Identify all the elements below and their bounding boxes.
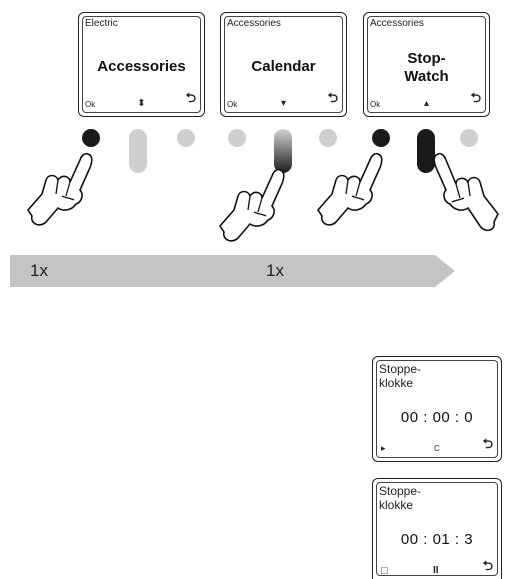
press-count-label: 1x [266,261,284,280]
pointing-hand-icon [433,152,499,232]
back-icon[interactable]: ⮌ [185,90,196,105]
screen-main-label: Calendar [251,58,316,75]
stopwatch-title-line2: klokke [379,376,414,390]
clear-softkey[interactable]: C [434,444,440,453]
ok-softkey[interactable]: Ok [85,100,96,109]
up-down-icon: ⬍ [137,98,146,109]
back-icon[interactable]: ⮌ [327,90,338,105]
screen-header: Electric [85,18,118,29]
screen-accessories-stopwatch: Accessories Stop- Watch Ok ▴ ⮌ [363,12,490,117]
screen-header: Accessories [227,18,281,29]
back-icon[interactable]: ⮌ [482,558,493,573]
pointing-hand-icon [316,152,383,226]
screen-main-label: Accessories [97,58,186,75]
progress-arrow [10,255,455,287]
button-ok[interactable] [228,129,246,147]
pointing-hand-icon [26,152,93,226]
button-back[interactable] [460,129,478,147]
button-scroll-down-swipe[interactable] [274,129,292,173]
press-count-label: 1x [30,261,48,280]
stopwatch-time: 00 : 01 : 3 [400,531,474,548]
stopwatch-time: 00 : 00 : 0 [400,409,474,426]
button-back[interactable] [177,129,195,147]
pointing-hand-icon [218,168,285,242]
screen-main-label-line1: Stop- [407,50,446,67]
play-icon[interactable]: ▸ [381,443,386,453]
screen-accessories-calendar: Accessories Calendar Ok ▾ ⮌ [220,12,347,117]
stopwatch-title-line1: Stoppe- [379,484,422,498]
screen-electric-accessories: Electric Accessories Ok ⬍ ⮌ [78,12,205,117]
stopwatch-screen-reset: Stoppe- klokke 00 : 00 : 0 ▸ C ⮌ [372,356,502,462]
pause-icon[interactable]: II [433,565,439,576]
screen-header: Accessories [370,18,424,29]
button-back[interactable] [319,129,337,147]
ok-softkey[interactable]: Ok [227,100,238,109]
button-scroll-swipe[interactable] [129,129,147,173]
button-scroll-up-swipe[interactable] [417,129,435,173]
stopwatch-screen-running: Stoppe- klokke 00 : 01 : 3 □ II ⮌ [372,478,502,579]
stopwatch-title-line2: klokke [379,498,414,512]
up-arrow-icon: ▴ [423,98,430,109]
back-icon[interactable]: ⮌ [482,436,493,451]
down-arrow-icon: ▾ [280,98,287,109]
stop-icon[interactable]: □ [381,565,388,577]
screen-main-label-line2: Watch [404,68,449,85]
back-icon[interactable]: ⮌ [470,90,481,105]
stopwatch-title-line1: Stoppe- [379,362,422,376]
button-ok-pressed[interactable] [372,129,390,147]
ok-softkey[interactable]: Ok [370,100,381,109]
button-ok-pressed[interactable] [82,129,100,147]
